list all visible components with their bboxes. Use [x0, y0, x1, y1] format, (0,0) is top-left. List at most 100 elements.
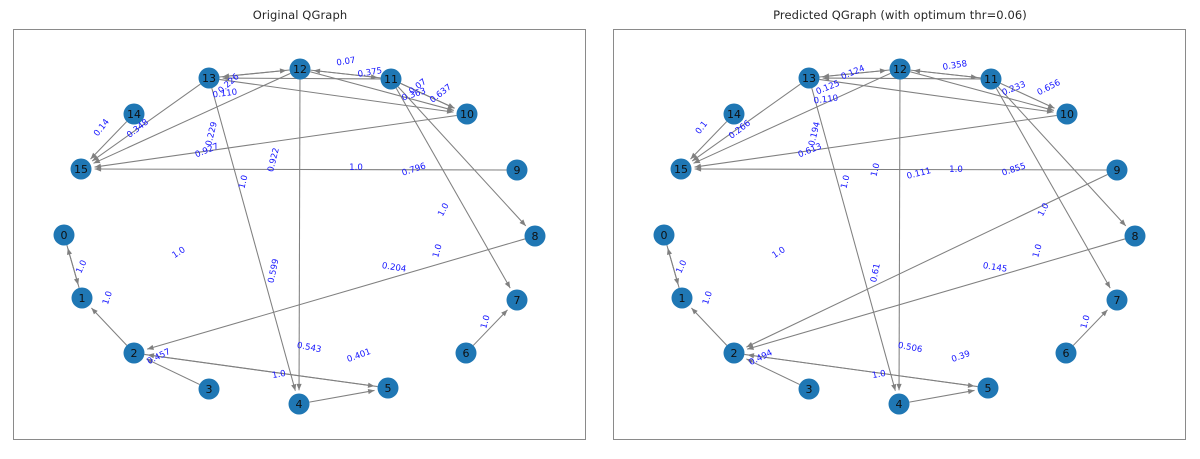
node-label: 2 — [131, 347, 138, 360]
edge-weight-label: 0.543 — [296, 341, 322, 356]
edge-weight-label: 1.0 — [436, 202, 451, 219]
edge-weight-label: 1.0 — [701, 290, 715, 306]
panel-title-predicted: Predicted QGraph (with optimum thr=0.06) — [773, 8, 1027, 22]
node-label: 2 — [731, 347, 738, 360]
graph-node[interactable]: 15 — [670, 158, 692, 180]
graph-edge — [1000, 82, 1055, 109]
node-circle — [977, 377, 999, 399]
graph-node[interactable]: 9 — [506, 159, 528, 181]
graph-edge — [690, 121, 728, 160]
graph-node[interactable]: 2 — [723, 342, 745, 364]
node-circle — [888, 393, 910, 415]
graph-node[interactable]: 11 — [980, 68, 1002, 90]
graph-node[interactable]: 6 — [455, 342, 477, 364]
edge-weight-label: 1.0 — [349, 163, 363, 173]
node-circle — [123, 342, 145, 364]
graph-node[interactable]: 8 — [1124, 225, 1146, 247]
graph-edge — [397, 86, 527, 227]
edge-weight-label: 1.0 — [75, 259, 90, 276]
graph-node[interactable]: 0 — [53, 224, 75, 246]
graph-node[interactable]: 9 — [1106, 159, 1128, 181]
edge-weight-label: 0.111 — [906, 166, 932, 182]
edge-weight-label: 1.0 — [949, 165, 963, 175]
node-label: 12 — [293, 63, 307, 76]
graph-node[interactable]: 10 — [456, 103, 478, 125]
graph-node[interactable]: 3 — [798, 378, 820, 400]
node-circle — [456, 103, 478, 125]
graph-edge — [146, 358, 200, 385]
edge-weight-label: 0.39 — [950, 349, 971, 365]
graph-edge — [747, 238, 1126, 350]
graph-node[interactable]: 5 — [377, 377, 399, 399]
node-label: 5 — [385, 382, 392, 395]
graph-node[interactable]: 5 — [977, 377, 999, 399]
node-circle — [123, 103, 145, 125]
graph-node[interactable]: 4 — [288, 393, 310, 415]
graph-node[interactable]: 3 — [198, 378, 220, 400]
node-circle — [723, 103, 745, 125]
edge-weight-label: 0.656 — [1036, 78, 1062, 98]
edge-weight-label: 0.401 — [346, 347, 373, 365]
edge-weight-label: 0.61 — [869, 263, 883, 284]
edge-weight-label: 1.0 — [1036, 202, 1051, 219]
graph-node[interactable]: 0 — [653, 224, 675, 246]
graph-edge — [296, 79, 302, 391]
edge-layer — [666, 68, 1127, 403]
node-circle — [889, 58, 911, 80]
graph-node[interactable]: 6 — [1055, 342, 1077, 364]
node-circle — [198, 378, 220, 400]
edge-weight-label: 0.599 — [267, 258, 282, 284]
graph-node[interactable]: 2 — [123, 342, 145, 364]
graph-edge — [144, 353, 375, 388]
node-label: 6 — [1063, 347, 1070, 360]
node-label: 7 — [514, 294, 521, 307]
graph-node[interactable]: 10 — [1056, 103, 1078, 125]
node-circle — [798, 378, 820, 400]
graph-node[interactable]: 14 — [123, 103, 145, 125]
graph-edge — [472, 309, 508, 346]
edge-weight-label: 1.0 — [839, 174, 852, 190]
graph-edge — [219, 78, 454, 114]
node-label: 0 — [61, 229, 68, 242]
node-label: 1 — [79, 292, 86, 305]
node-label: 1 — [679, 292, 686, 305]
graph-edge — [694, 166, 1107, 172]
graph-edge — [310, 69, 378, 80]
node-label: 9 — [514, 164, 521, 177]
node-label: 4 — [296, 398, 303, 411]
graph-node[interactable]: 13 — [198, 67, 220, 89]
node-circle — [288, 393, 310, 415]
edge-weight-label: 0.204 — [381, 261, 407, 275]
graph-edge — [211, 87, 297, 391]
graph-node[interactable]: 7 — [1106, 289, 1128, 311]
edge-weight-label: 0.796 — [401, 161, 427, 178]
graph-edge — [909, 388, 975, 403]
edge-weight-label: 1.0 — [675, 259, 690, 276]
graph-node[interactable]: 1 — [71, 287, 93, 309]
node-circle — [506, 159, 528, 181]
graph-node[interactable]: 14 — [723, 103, 745, 125]
node-circle — [671, 287, 693, 309]
node-label: 8 — [532, 230, 539, 243]
graph-node[interactable]: 8 — [524, 225, 546, 247]
graph-node[interactable]: 7 — [506, 289, 528, 311]
graph-node[interactable]: 1 — [671, 287, 693, 309]
graph-node[interactable]: 4 — [888, 393, 910, 415]
graph-node[interactable]: 11 — [380, 68, 402, 90]
graph-node[interactable]: 12 — [289, 58, 311, 80]
graph-node[interactable]: 15 — [70, 158, 92, 180]
node-label: 3 — [806, 383, 813, 396]
node-label: 10 — [1060, 108, 1074, 121]
graph-node[interactable]: 12 — [889, 58, 911, 80]
graph-edge — [1072, 309, 1108, 346]
node-circle — [53, 224, 75, 246]
graph-edge — [746, 358, 800, 385]
graph-node[interactable]: 13 — [798, 67, 820, 89]
node-circle — [723, 342, 745, 364]
node-circle — [980, 68, 1002, 90]
